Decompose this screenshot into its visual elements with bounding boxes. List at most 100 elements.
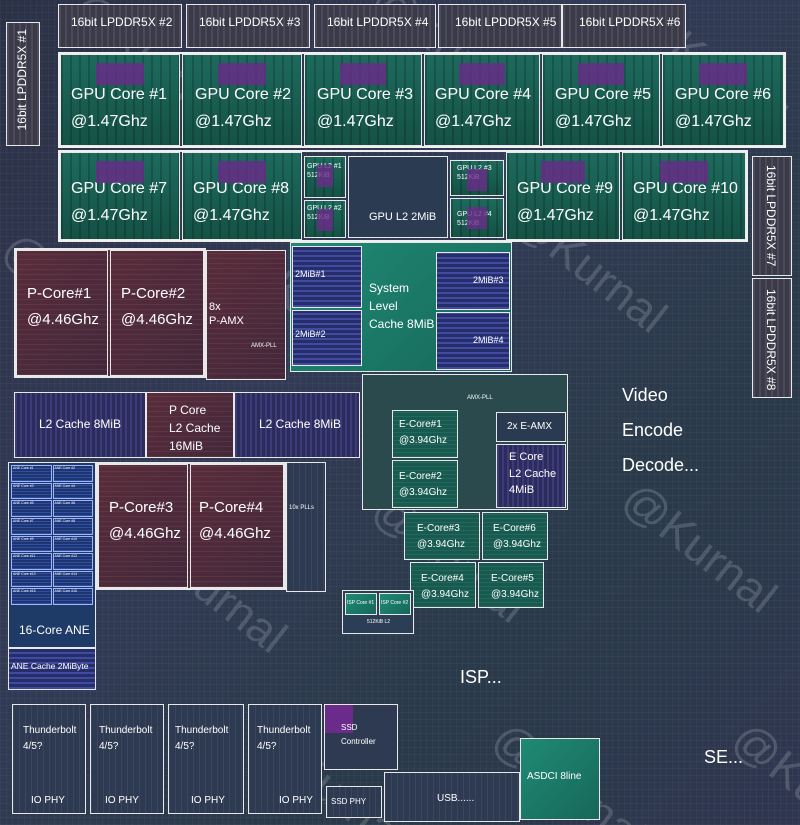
slc-bank-4: 2MiB#4: [436, 312, 510, 370]
gpu-core-2-label: GPU Core #2 @1.47Ghz: [195, 86, 292, 131]
slc-bank-2-label: 2MiB#2: [295, 329, 326, 339]
gpu-core-4: GPU Core #4 @1.47Ghz: [424, 54, 540, 146]
gpu-core-6-label: GPU Core #6 @1.47Ghz: [675, 86, 772, 131]
ane-core: ANE Core #16: [52, 588, 93, 605]
gpu-core-9: GPU Core #9 @1.47Ghz: [506, 152, 620, 240]
gpu-l2-1: GPU L2 #1 512KiB: [304, 156, 346, 198]
pcore-4: P-Core#4 @4.46Ghz: [190, 464, 284, 588]
video-encode-decode-label: Video Encode Decode...: [622, 385, 700, 476]
ane-core: ANE Core #13: [11, 570, 52, 588]
plls-label: 10x PLLs: [289, 505, 315, 511]
slc-bank-3: 2MiB#3: [436, 252, 510, 310]
ecore-4-label: E-Core#4 @3.94Ghz: [421, 573, 469, 600]
ecore-l2: E Core L2 Cache 4MiB: [496, 444, 566, 508]
pcore-2: P-Core#2 @4.46Ghz: [110, 250, 204, 376]
gpu-core-3-label: GPU Core #3 @1.47Ghz: [317, 86, 414, 131]
isp-core-2: ISP Core #2: [379, 593, 411, 615]
pamx-block: 8x P-AMX AMX-PLL: [206, 250, 286, 380]
usb-block: USB......: [384, 772, 520, 822]
pcore-1-label: P-Core#1 @4.46Ghz: [27, 285, 99, 329]
pcore-l2-left: L2 Cache 8MiB: [14, 392, 146, 458]
lpddr-block-3: 16bit LPDDR5X #3: [186, 4, 310, 48]
gpu-core-5-label: GPU Core #5 @1.47Ghz: [555, 86, 652, 131]
thunderbolt-4-label: Thunderbolt 4/5?: [257, 725, 311, 752]
e-amx-block: 2x E-AMX: [496, 412, 566, 442]
slc-label: System Level Cache 8MiB: [369, 281, 435, 331]
thunderbolt-3-label: Thunderbolt 4/5?: [175, 725, 229, 752]
ecore-l2-label: E Core L2 Cache 4MiB: [509, 451, 557, 496]
ssd-controller-label: SSD Controller: [341, 723, 376, 746]
ane-core: ANE Core #6: [52, 500, 93, 517]
gpu-core-7: GPU Core #7 @1.47Ghz: [60, 152, 180, 240]
pamx-label: 8x P-AMX: [209, 301, 244, 327]
isp-core-1-label: ISP Core #1: [347, 600, 375, 606]
ecore-3-label: E-Core#3 @3.94Ghz: [417, 523, 465, 550]
pcore-l2-center-label: P Core L2 Cache 16MiB: [169, 403, 221, 453]
gpu-core-10: GPU Core #10 @1.47Ghz: [622, 152, 746, 240]
slc-bank-2: 2MiB#2: [292, 310, 362, 366]
pcore-l2-right-label: L2 Cache 8MiB: [259, 417, 342, 431]
slc-bank-4-label: 2MiB#4: [473, 335, 504, 345]
ane-core: ANE Core #5: [11, 500, 52, 517]
ssd-controller-logic: [325, 705, 353, 733]
ane-core: ANE Core #1: [11, 465, 52, 482]
slc-bank-3-label: 2MiB#3: [473, 275, 504, 285]
ane-core: ANE Core #10: [52, 535, 93, 553]
gpu-l2-2: GPU L2 #2 512KiB: [304, 200, 346, 238]
ecore-3: E-Core#3 @3.94Ghz: [404, 512, 480, 560]
isp-l2-label: 512KiB L2: [367, 619, 391, 625]
gpu-core-9-label: GPU Core #9 @1.47Ghz: [517, 180, 614, 225]
thunderbolt-1: Thunderbolt 4/5? IO PHY: [12, 704, 86, 814]
lpddr-label-2: 16bit LPDDR5X #2: [71, 15, 173, 29]
ecore-1: E-Core#1 @3.94Ghz: [392, 410, 458, 458]
pcore-3: P-Core#3 @4.46Ghz: [98, 464, 188, 588]
isp-label: ISP...: [460, 667, 502, 687]
gpu-core-1: GPU Core #1 @1.47Ghz: [60, 54, 180, 146]
asdci-block: ASDCI 8line: [520, 738, 600, 820]
gpu-core-4-label: GPU Core #4 @1.47Ghz: [435, 86, 532, 131]
io-phy-2-label: IO PHY: [105, 795, 139, 806]
ane-cache-label: ANE Cache 2MiByte: [11, 661, 89, 671]
asdci-label: ASDCI 8line: [527, 771, 582, 782]
lpddr-block-2: 16bit LPDDR5X #2: [58, 4, 182, 48]
ane-cache: ANE Cache 2MiByte: [8, 648, 96, 690]
ane-core: ANE Core #9: [11, 535, 52, 553]
pcore-l2-center: P Core L2 Cache 16MiB: [146, 392, 234, 458]
gpu-core-2: GPU Core #2 @1.47Ghz: [182, 54, 302, 146]
e-amx-label: 2x E-AMX: [507, 421, 553, 432]
lpddr-block-1: 16bit LPDDR5X #1: [6, 22, 40, 146]
gpu-l2-1-label: GPU L2 #1 512KiB: [307, 163, 342, 179]
ane-core: ANE Core #12: [52, 553, 93, 570]
ane-label: 16-Core ANE: [19, 623, 90, 637]
isp-core-block: ISP Core #1 ISP Core #2 512KiB L2: [342, 590, 414, 634]
gpu-core-10-label: GPU Core #10 @1.47Ghz: [633, 180, 738, 225]
lpddr-label-1: 16bit LPDDR5X #1: [15, 29, 29, 131]
thunderbolt-2: Thunderbolt 4/5? IO PHY: [90, 704, 164, 814]
ane-core: ANE Core #11: [11, 553, 52, 570]
io-phy-1-label: IO PHY: [31, 795, 65, 806]
ecore-2-label: E-Core#2 @3.94Ghz: [399, 471, 447, 498]
gpu-l2-2-label: GPU L2 #2 512KiB: [307, 205, 342, 221]
ssd-phy-label: SSD PHY: [331, 797, 367, 806]
slc-bank-1-label: 2MiB#1: [295, 269, 326, 279]
pcore-l2-right: L2 Cache 8MiB: [234, 392, 360, 458]
thunderbolt-1-label: Thunderbolt 4/5?: [23, 725, 77, 752]
lpddr-block-7: 16bit LPDDR5X #7: [752, 156, 792, 276]
ane-core: ANE Core #14: [52, 570, 93, 588]
isp-core-1: ISP Core #1: [345, 593, 377, 615]
gpu-l2-3-label: GPU L2 #3 512KiB: [457, 165, 492, 181]
lpddr-label-4: 16bit LPDDR5X #4: [327, 15, 429, 29]
ecore-6-label: E-Core#6 @3.94Ghz: [493, 523, 541, 550]
lpddr-block-5: 16bit LPDDR5X #5: [438, 4, 562, 48]
se-label: SE...: [704, 747, 744, 767]
ane-core: ANE Core #8: [52, 517, 93, 535]
gpu-core-8-label: GPU Core #8 @1.47Ghz: [193, 180, 290, 225]
ssd-phy: SSD PHY: [326, 786, 382, 818]
lpddr-label-6: 16bit LPDDR5X #6: [579, 15, 681, 29]
lpddr-label-7: 16bit LPDDR5X #7: [764, 165, 778, 267]
gpu-l2-4: GPU L2 #4 512KiB: [450, 198, 504, 238]
thunderbolt-2-label: Thunderbolt 4/5?: [99, 725, 153, 752]
lpddr-label-8: 16bit LPDDR5X #8: [764, 289, 778, 391]
isp-core-2-label: ISP Core #2: [381, 600, 409, 606]
